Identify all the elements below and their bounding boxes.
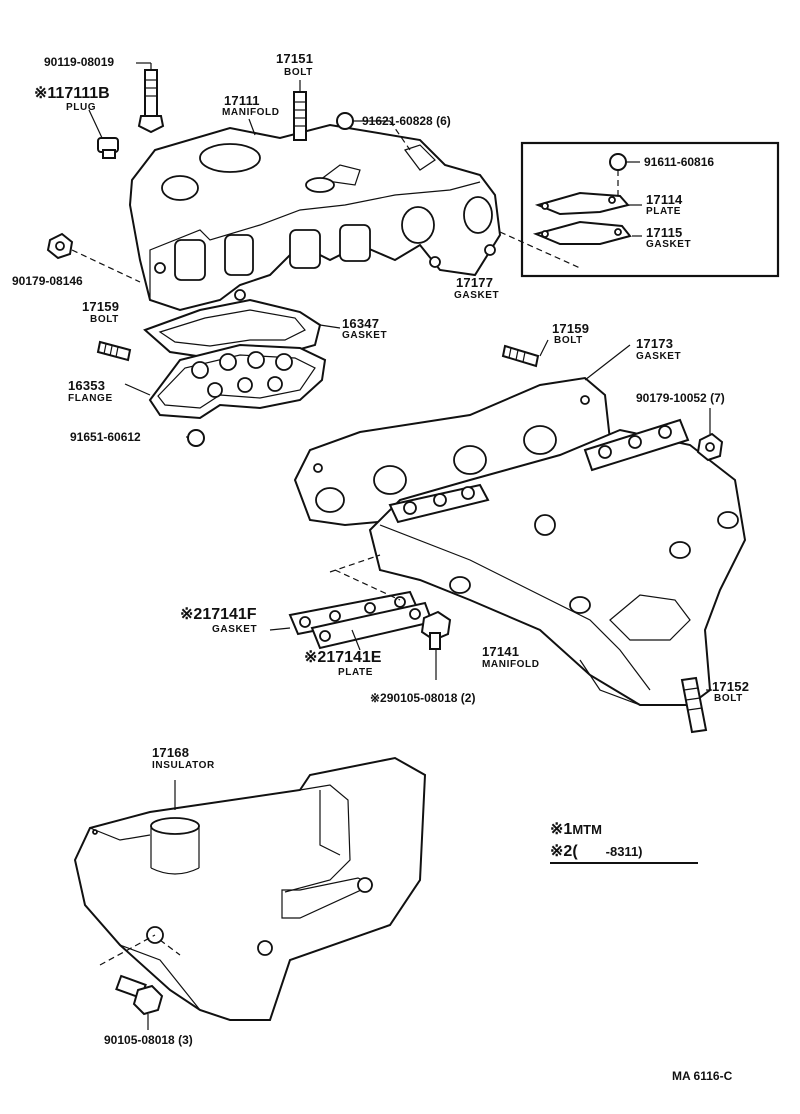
plug-mark: ※1 (34, 85, 56, 102)
legend-mark-1: ※1 (550, 821, 573, 838)
insulator-17168-number: 17168 (152, 745, 190, 760)
dash-17141-b (329, 554, 381, 573)
label-17141f: ※217141F (180, 607, 257, 623)
bolt-17152-number: 17152 (712, 679, 750, 694)
bolt-17151 (293, 80, 307, 141)
gasket-17141f-name: GASKET (212, 624, 258, 635)
nut-90179-08146-number: 90179-08146 (12, 274, 83, 288)
bolt-90105-3 (115, 974, 164, 1030)
plug-name: PLUG (66, 102, 97, 113)
bolt-17159-left-number: 17159 (82, 299, 120, 314)
gasket-17141f-number: 17141F (202, 606, 257, 623)
legend-line-1: ※1MTM (550, 822, 602, 838)
gasket-17173-name: GASKET (636, 351, 682, 362)
plate-17141e-mark: ※2 (304, 649, 327, 666)
bolt-17159-right-number: 17159 (552, 321, 590, 336)
label-90105-2: ※290105-08018 (2) (370, 690, 475, 706)
bolt-17159-left-name: BOLT (90, 314, 119, 325)
nut-b-91621 (336, 112, 411, 151)
gasket-16347-name: GASKET (342, 330, 388, 341)
bolt-17151-name: BOLT (284, 67, 313, 78)
gasket-17115-number: 17115 (646, 225, 683, 240)
plate-17141e-name: PLATE (338, 667, 374, 678)
legend-open-2: ( (572, 843, 578, 860)
gasket-16347-number: 16347 (342, 316, 380, 331)
bolt-90105-3-number: 90105-08018 (3) (104, 1033, 193, 1047)
bolt-17151-number: 17151 (276, 51, 314, 66)
plate-17114-name: PLATE (646, 206, 682, 217)
bolt-90105-2-mark: ※2 (370, 691, 387, 705)
plate-17114-number: 17114 (646, 192, 683, 207)
manifold-17141-number: 17141 (482, 644, 520, 659)
flange-16353-name: FLANGE (68, 393, 113, 404)
insulator-17168-name: INSULATOR (152, 760, 215, 771)
intake-manifold-17111 (128, 118, 502, 312)
stud-17159-right (501, 339, 549, 368)
exhaust-manifold-17141 (368, 418, 747, 706)
bolt-17152-name: BOLT (714, 693, 743, 704)
insulator-17168 (73, 756, 427, 1021)
plug-17111b (88, 109, 119, 159)
gasket-17115-name: GASKET (646, 239, 692, 250)
gasket-17141f (288, 590, 420, 636)
plug-number: 17111B (55, 85, 110, 102)
gasket-17177-name: GASKET (454, 290, 500, 301)
legend-mark-2: ※2 (550, 843, 573, 860)
nut-90179-10052 (696, 408, 724, 462)
legend-text-1: MTM (572, 822, 602, 837)
nut-91621-number: 91621-60828 (6) (362, 114, 451, 128)
gasket-17141f-mark: ※2 (180, 606, 203, 623)
manifold-17141-name: MANIFOLD (482, 659, 540, 670)
plate-17141e-number: 17141E (326, 649, 382, 666)
nut-90179-10052-number: 90179-10052 (7) (636, 391, 725, 405)
manifold-17111-number: 17111 (224, 93, 260, 108)
footer-code: MA 6116-C (672, 1069, 733, 1083)
gasket-16347 (143, 298, 341, 360)
label-17141e: ※217141E (304, 650, 381, 666)
manifold-17111-name: MANIFOLD (222, 107, 280, 118)
leader-17141f (269, 627, 291, 631)
nut-90179-08146 (46, 232, 141, 283)
nut-91611-number: 91611-60816 (644, 155, 715, 169)
bolt-90105-2-number: 90105-08018 (2) (386, 691, 476, 705)
nut-91651-number: 91651-60612 (70, 430, 141, 444)
flange-16353 (124, 343, 327, 420)
stud-17159-left (96, 340, 132, 362)
stud-bolt-90119 (136, 62, 165, 134)
bolt-90105-2 (420, 610, 452, 680)
legend-line-2: ※2( -8311) (550, 844, 698, 864)
bolt-17159-right-name: BOLT (554, 335, 583, 346)
nut-b-91651 (186, 429, 205, 447)
flange-16353-number: 16353 (68, 378, 106, 393)
label-90119-08019: 90119-08019 (44, 55, 115, 69)
stud-17152 (680, 676, 712, 734)
dash-17141 (334, 569, 401, 601)
gasket-17177-number: 17177 (456, 275, 494, 290)
label-plug: ※117111B (34, 86, 110, 102)
legend-text-2: -8311) (605, 844, 643, 859)
inset-box (499, 141, 780, 278)
gasket-17173-number: 17173 (636, 336, 674, 351)
